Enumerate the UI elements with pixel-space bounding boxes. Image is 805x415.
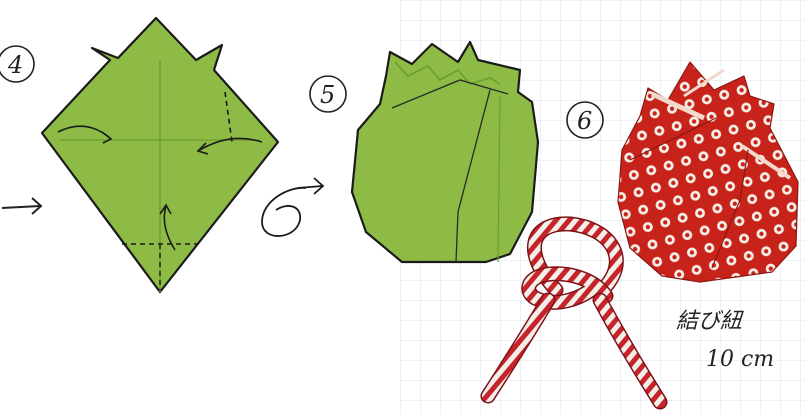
cord-length-text: 10 cm (706, 347, 774, 372)
step-number-label: 4 (7, 51, 23, 79)
cord-name-text: 結び紐 (676, 309, 744, 334)
green-folded-paper (352, 42, 538, 262)
step-number-label: 5 (320, 81, 335, 109)
step-5: 5 (310, 42, 538, 262)
turn-over-icon (262, 178, 323, 236)
step-number-label: 6 (577, 107, 592, 135)
arrow-icon (2, 206, 40, 208)
step-4: 4 (0, 18, 278, 292)
